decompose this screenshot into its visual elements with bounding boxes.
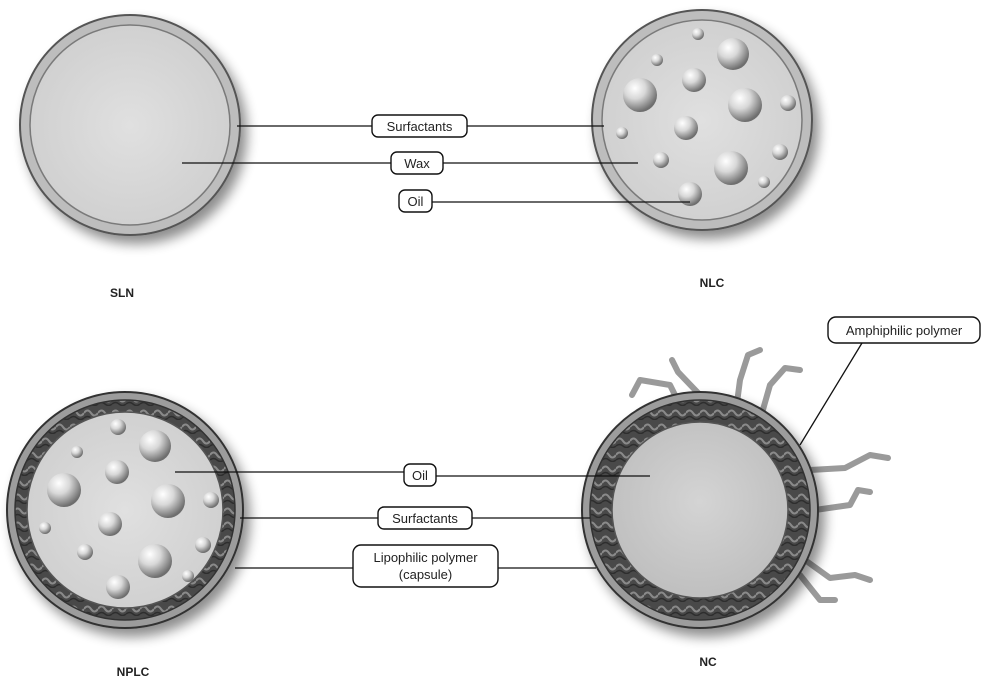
- caption-nlc: NLC: [700, 276, 725, 290]
- label-wax-text: Wax: [404, 156, 430, 171]
- nplc-particle: [7, 392, 243, 628]
- sln-particle: [20, 15, 240, 235]
- label-surfactants-top: Surfactants: [372, 115, 467, 137]
- label-wax: Wax: [391, 152, 443, 174]
- label-oil-top: Oil: [399, 190, 432, 212]
- caption-nc: NC: [699, 655, 717, 669]
- nc-particle: [582, 350, 888, 628]
- label-lipophilic-line1: Lipophilic polymer: [373, 550, 478, 565]
- label-surfactants-bottom-text: Surfactants: [392, 511, 458, 526]
- label-amphiphilic-polymer: Amphiphilic polymer: [828, 317, 980, 343]
- label-oil-bottom-text: Oil: [412, 468, 428, 483]
- caption-nplc: NPLC: [117, 665, 150, 679]
- label-lipophilic-line2: (capsule): [399, 567, 452, 582]
- caption-sln: SLN: [110, 286, 134, 300]
- label-oil-top-text: Oil: [408, 194, 424, 209]
- label-lipophilic-polymer: Lipophilic polymer (capsule): [353, 545, 498, 587]
- label-surfactants-bottom: Surfactants: [378, 507, 472, 529]
- label-amphiphilic-text: Amphiphilic polymer: [846, 323, 963, 338]
- nlc-particle: [592, 10, 812, 230]
- label-oil-bottom: Oil: [404, 464, 436, 486]
- label-surfactants-top-text: Surfactants: [387, 119, 453, 134]
